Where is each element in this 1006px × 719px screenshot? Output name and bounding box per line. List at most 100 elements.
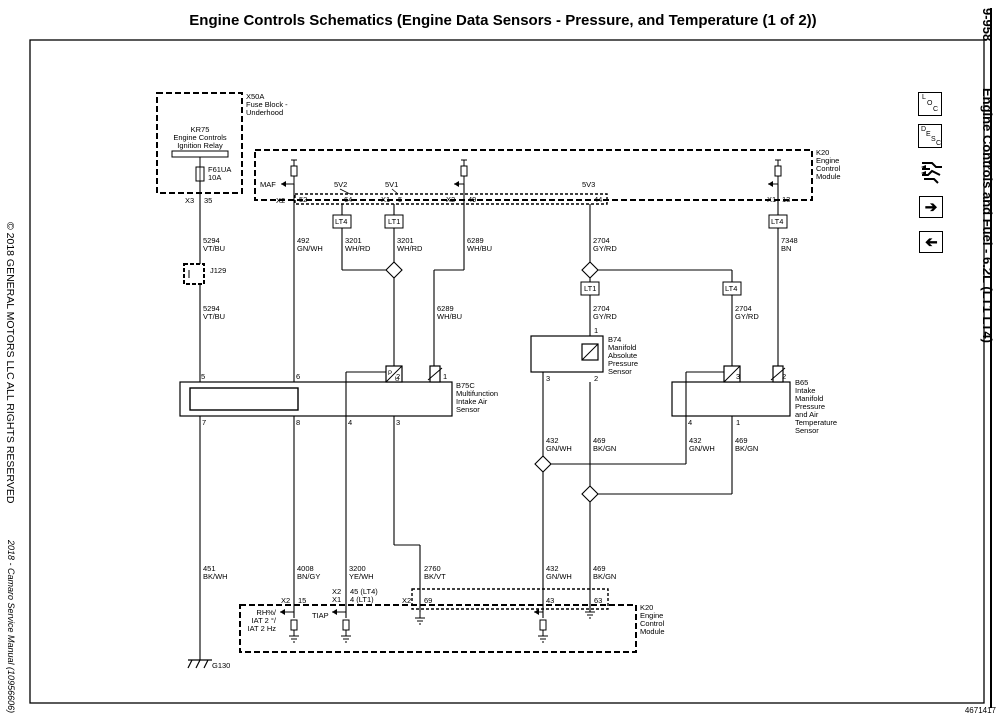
k20-bottom-pins: X2 15 X2 45 (LT4) X1 4 (LT1) X2 69 43 63 [281,587,602,605]
svg-text:Intake Air: Intake Air [456,397,488,406]
svg-text:WH/RD: WH/RD [397,244,423,253]
svg-text:BN: BN [781,244,791,253]
svg-text:432: 432 [546,564,559,573]
svg-text:Pressure: Pressure [795,402,825,411]
svg-text:VT/BU: VT/BU [203,312,225,321]
svg-text:49: 49 [468,195,476,204]
svg-text:GN/WH: GN/WH [546,572,572,581]
svg-text:43: 43 [546,596,554,605]
sensor-b74 [530,335,604,373]
location-button[interactable]: L O C [918,92,942,116]
svg-text:469: 469 [735,436,748,445]
k20-connector-x2 [294,193,608,205]
back-button[interactable]: ➔ [919,231,943,253]
svg-text:WH/BU: WH/BU [467,244,492,253]
svg-text:5294: 5294 [203,304,220,313]
svg-text:GN/WH: GN/WH [546,444,572,453]
svg-text:X1: X1 [332,595,341,604]
svg-text:KR75: KR75 [191,125,210,134]
svg-text:X50A: X50A [246,92,264,101]
connector-hand-icon[interactable] [918,157,946,185]
forward-button[interactable]: ➔ [919,196,943,218]
b75c-pins: 5 6 2 1 7 8 4 3 [201,372,447,427]
svg-text:X2: X2 [281,596,290,605]
tiap-label: TIAP [312,611,329,620]
svg-text:U: U [395,377,399,383]
svg-text:3: 3 [546,374,550,383]
svg-text:Engine Controls: Engine Controls [173,133,227,142]
kr75-label: KR75 Engine Controls Ignition Relay [173,125,227,150]
svg-text:P: P [388,371,392,377]
svg-text:469: 469 [593,436,606,445]
svg-text:LT1: LT1 [388,217,400,226]
svg-text:X1: X1 [767,195,776,204]
svg-text:7348: 7348 [781,236,798,245]
svg-text:Engine: Engine [640,611,663,620]
b65-pins: 3 2 4 1 [688,372,786,427]
b74-label: B74 Manifold Absolute Pressure Sensor [608,335,638,376]
svg-text:15: 15 [298,596,306,605]
k20-top-module [254,149,813,201]
svg-text:X2: X2 [332,587,341,596]
svg-text:BN/GY: BN/GY [297,572,320,581]
svg-text:B75C: B75C [456,381,475,390]
svg-text:2760: 2760 [424,564,441,573]
svg-text:2704: 2704 [593,236,610,245]
svg-text:WH/BU: WH/BU [437,312,462,321]
svg-text:GN/WH: GN/WH [689,444,715,453]
k20-top-label: K20 Engine Control Module [816,148,841,181]
svg-text:Sensor: Sensor [608,367,632,376]
svg-text:BK/WH: BK/WH [203,572,228,581]
svg-text:1: 1 [594,326,598,335]
svg-text:8: 8 [296,418,300,427]
svg-text:Sensor: Sensor [795,426,819,435]
svg-text:LT4: LT4 [335,217,347,226]
svg-text:Sensor: Sensor [456,405,480,414]
svg-text:2: 2 [782,372,786,381]
bus-5v1: 5V1 [385,180,398,189]
svg-text:X2: X2 [276,196,285,205]
b65-label: B65 Intake Manifold Pressure and Air Tem… [795,378,837,435]
fuse-label: F61UA 10A [208,165,231,182]
bus-5v3: 5V3 [582,180,595,189]
svg-text:GY/RD: GY/RD [735,312,759,321]
svg-text:469: 469 [593,564,606,573]
right-margin-rule [990,8,992,708]
k20-bottom-resistors [289,611,595,643]
svg-text:BK/GN: BK/GN [735,444,758,453]
ground-g130 [187,659,212,669]
description-button[interactable]: D E S C [918,124,942,148]
maf-label: MAF [260,180,276,189]
connector-x3: X3 [185,196,194,205]
bus-5v2: 5V2 [334,180,347,189]
k20-bottom-label: K20 Engine Control Module [640,603,665,636]
svg-text:Module: Module [640,627,665,636]
svg-text:Intake: Intake [795,386,815,395]
b74-pins: 1 3 2 [546,326,598,383]
svg-text:13: 13 [782,195,790,204]
svg-text:4: 4 [688,418,692,427]
x50a-label: X50A Fuse Block - Underhood [246,92,288,117]
svg-text:LT1: LT1 [584,284,596,293]
svg-text:VT/BU: VT/BU [203,244,225,253]
svg-text:WH/RD: WH/RD [345,244,371,253]
k20-bottom-module [239,604,637,653]
svg-text:1: 1 [736,418,740,427]
svg-text:63: 63 [594,596,602,605]
svg-text:RH%/: RH%/ [256,608,277,617]
wiring [199,181,779,660]
svg-text:BK/GN: BK/GN [593,444,616,453]
svg-text:5294: 5294 [203,236,220,245]
svg-text:492: 492 [297,236,310,245]
svg-text:IAT 2 Hz: IAT 2 Hz [248,624,277,633]
svg-text:2704: 2704 [593,304,610,313]
svg-text:451: 451 [203,564,216,573]
svg-text:Underhood: Underhood [246,108,283,117]
svg-text:45 (LT4): 45 (LT4) [350,587,378,596]
diagram-frame [29,39,985,704]
svg-text:2: 2 [396,372,400,381]
k20-pullup-resistors [290,159,782,184]
svg-text:3: 3 [396,418,400,427]
k20-top-pin-labels: X2 52 64 X1 5 X2 49 44 X1 13 [276,195,790,205]
